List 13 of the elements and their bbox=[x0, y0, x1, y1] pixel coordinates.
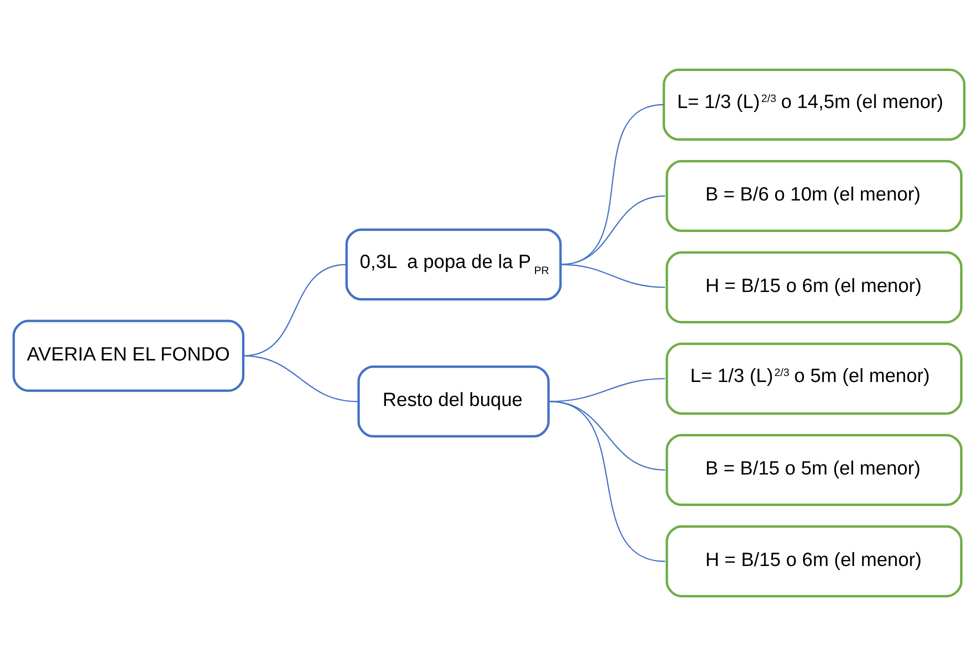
node-box: H = B/15 o 6m (el menor) bbox=[666, 525, 962, 598]
node-box: Resto del buque bbox=[357, 365, 550, 438]
node-box: B = B/6 o 10m (el menor) bbox=[666, 160, 962, 232]
node-box: L= 1/3 (L)$^{2/3}$ o 14,5m (el menor) bbox=[662, 68, 966, 141]
node-box: AVERIA EN EL FONDO bbox=[12, 320, 244, 392]
connector bbox=[560, 264, 666, 288]
connector bbox=[550, 400, 666, 562]
connector bbox=[243, 264, 347, 356]
node-box: H = B/15 o 6m (el menor) bbox=[666, 251, 962, 324]
connector bbox=[243, 355, 358, 402]
node-box: 0,3L a popa de la P$_{PR}$ bbox=[345, 228, 562, 301]
node-box: B = B/15 o 5m (el menor) bbox=[666, 434, 962, 506]
node-box: L= 1/3 (L)$^{2/3}$ o 5m (el menor) bbox=[666, 342, 962, 415]
